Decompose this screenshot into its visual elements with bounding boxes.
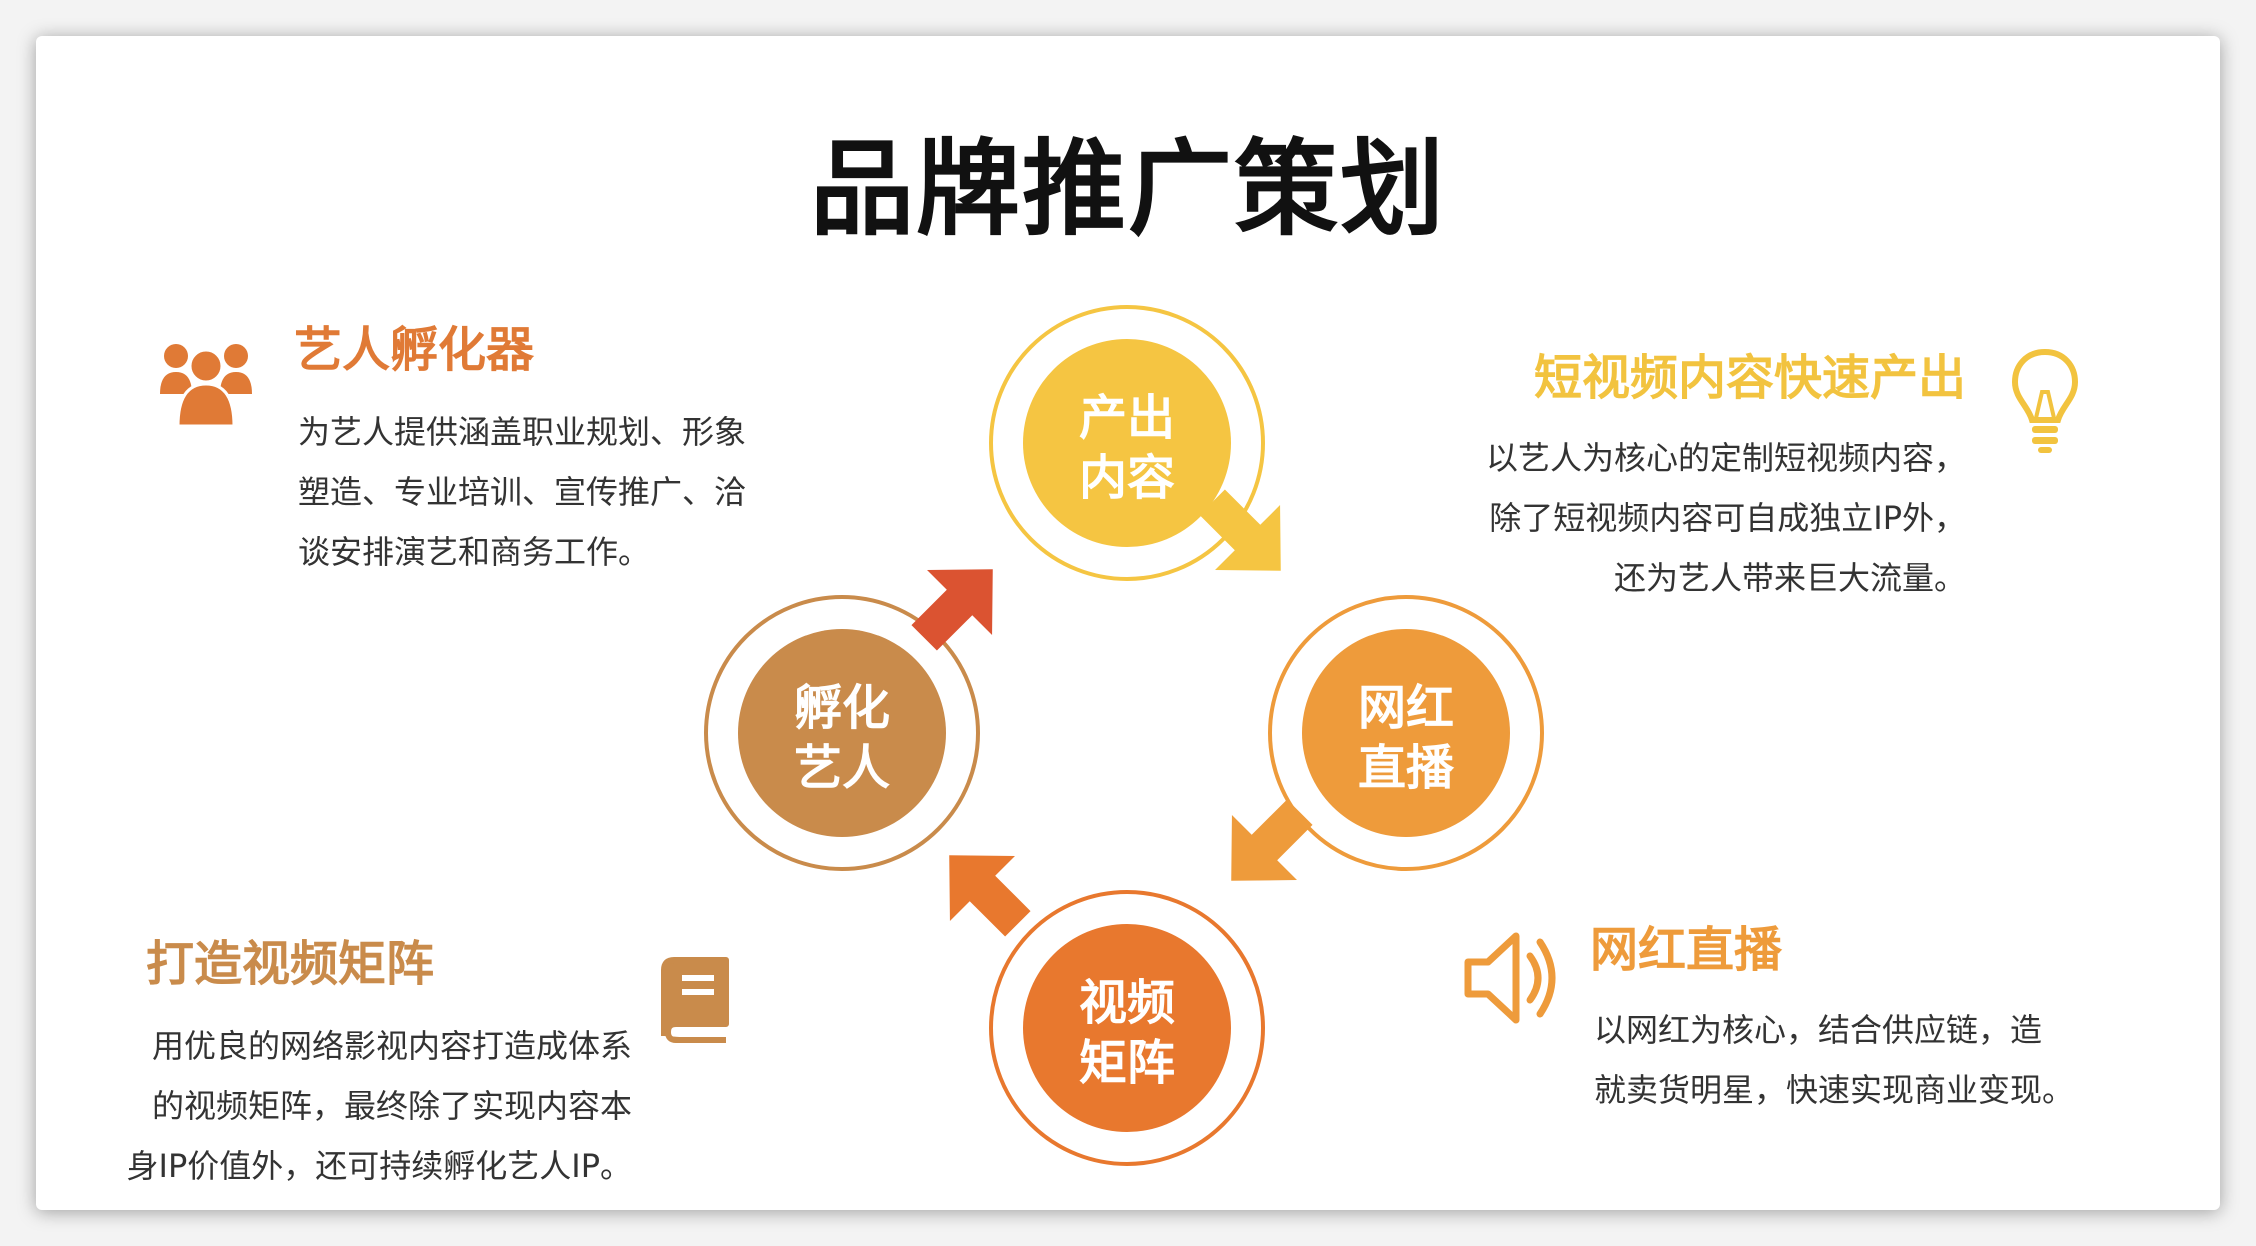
lightbulb-icon — [2011, 348, 2079, 453]
arrow-live-to-video — [1231, 799, 1313, 881]
node-incubate: 孵化 艺人 — [704, 595, 980, 871]
short-video-line-1: 以艺人为核心的定制短视频内容， — [1485, 439, 1966, 477]
book-icon — [661, 957, 729, 1043]
node-video-label-2: 矩阵 — [1079, 1035, 1175, 1091]
arrow-video-to-incubate — [949, 855, 1031, 937]
arrow-content-to-live — [1199, 489, 1281, 571]
video-matrix-line-1: 用优良的网络影视内容打造成体系 — [151, 1027, 632, 1065]
video-matrix-line-3: 身IP价值外，还可持续孵化艺人IP。 — [126, 1147, 632, 1185]
node-incubate-label-2: 艺人 — [794, 740, 890, 796]
live-stream-line-2: 就卖货明星，快速实现商业变现。 — [1594, 1071, 2075, 1109]
short-video-line-2: 除了短视频内容可自成独立IP外， — [1489, 499, 1966, 537]
node-live-label-2: 直播 — [1358, 740, 1455, 796]
node-content-label-1: 产出 — [1079, 390, 1175, 446]
incubator-line-1: 为艺人提供涵盖职业规划、形象 — [298, 413, 747, 451]
page-title: 品牌推广策划 — [809, 127, 1446, 250]
people-group-icon — [160, 344, 252, 428]
incubator-heading: 艺人孵化器 — [294, 322, 535, 378]
node-live-ring — [1268, 595, 1544, 871]
node-live-label-1: 网红 — [1358, 680, 1454, 736]
video-matrix-heading: 打造视频矩阵 — [146, 936, 435, 992]
incubator-line-2: 塑造、专业培训、宣传推广、洽 — [298, 473, 747, 511]
incubator-description: 为艺人提供涵盖职业规划、形象 塑造、专业培训、宣传推广、洽 谈安排演艺和商务工作… — [298, 402, 746, 582]
short-video-line-3: 还为艺人带来巨大流量。 — [1613, 559, 1966, 597]
node-content-label-2: 内容 — [1079, 450, 1175, 506]
video-matrix-description: 用优良的网络影视内容打造成体系 的视频矩阵，最终除了实现内容本 身IP价值外，还… — [127, 1016, 632, 1196]
node-live: 网红 直播 — [1268, 595, 1544, 871]
live-stream-description: 以网红为核心，结合供应链，造 就卖货明星，快速实现商业变现。 — [1594, 1000, 2074, 1120]
arrow-incubate-to-content — [911, 569, 993, 651]
video-matrix-line-2: 的视频矩阵，最终除了实现内容本 — [151, 1087, 632, 1125]
short-video-heading: 短视频内容快速产出 — [1533, 350, 1966, 406]
node-content-circle — [1023, 339, 1231, 547]
node-video: 视频 矩阵 — [989, 890, 1265, 1166]
node-incubate-label-1: 孵化 — [794, 680, 890, 736]
cycle-diagram: 产出 内容 网红 直播 视频 矩阵 孵化 艺人 — [704, 305, 1544, 1166]
node-incubate-circle — [738, 629, 946, 837]
incubator-line-3: 谈安排演艺和商务工作。 — [298, 533, 651, 571]
live-stream-line-1: 以网红为核心，结合供应链，造 — [1594, 1011, 2043, 1049]
node-video-label-1: 视频 — [1079, 975, 1175, 1031]
speaker-icon — [1464, 932, 1556, 1024]
node-content: 产出 内容 — [989, 305, 1265, 581]
node-content-ring — [989, 305, 1265, 581]
node-video-ring — [989, 890, 1265, 1166]
node-video-circle — [1023, 924, 1231, 1132]
node-incubate-ring — [704, 595, 980, 871]
node-live-circle — [1302, 629, 1510, 837]
slide-card: 品牌推广策划 产出 内容 网红 直播 视频 矩阵 孵化 艺人 — [36, 36, 2220, 1210]
short-video-description: 以艺人为核心的定制短视频内容， 除了短视频内容可自成独立IP外， 还为艺人带来巨… — [1486, 428, 1966, 608]
live-stream-heading: 网红直播 — [1590, 922, 1783, 978]
